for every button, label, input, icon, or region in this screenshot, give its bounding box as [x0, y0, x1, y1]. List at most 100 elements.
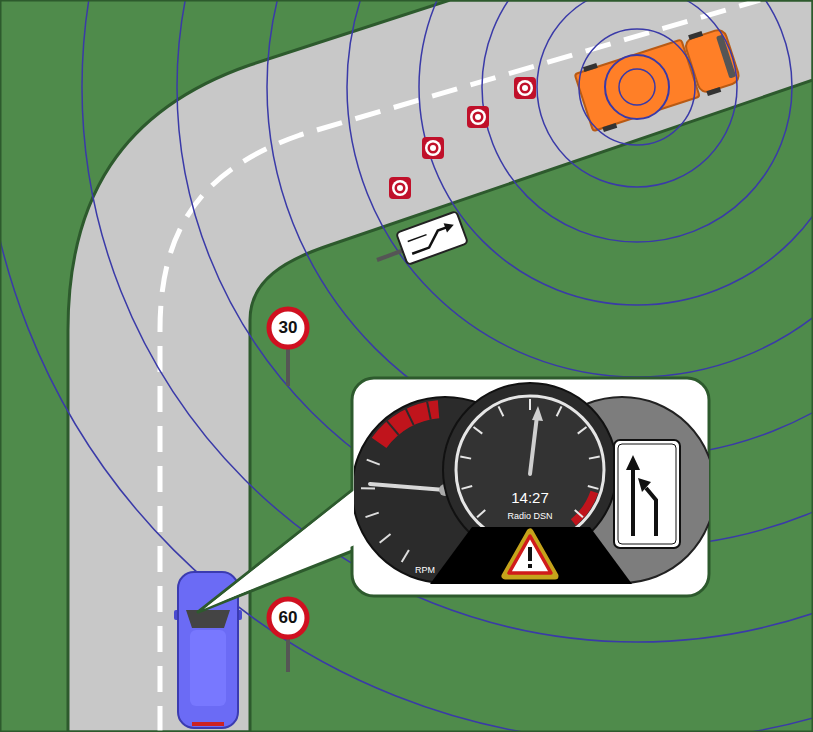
truck-cab	[684, 28, 741, 94]
gauge-tick	[367, 460, 380, 465]
radio-wave	[177, 0, 813, 547]
lane-sign	[614, 440, 680, 548]
sign-plate	[396, 211, 468, 265]
gauge-tick	[387, 421, 399, 435]
gauge-tick	[474, 427, 483, 434]
gauge-tick	[361, 487, 375, 489]
gauge-tick	[366, 513, 379, 518]
speedometer-ring	[456, 396, 604, 544]
sign-post	[286, 348, 290, 386]
gauge-tick	[575, 510, 583, 517]
target-ring	[395, 183, 406, 194]
target-ring	[397, 185, 403, 191]
truck-wheel	[688, 31, 703, 40]
gauge-tick	[460, 457, 471, 459]
radio-wave	[347, 0, 813, 377]
sign-post	[377, 250, 404, 260]
arrow-head	[638, 478, 651, 492]
truck-body	[575, 40, 700, 132]
gauge-tick	[380, 534, 391, 543]
gauge-tick	[427, 402, 431, 420]
truck	[573, 22, 742, 135]
warning-dot	[528, 564, 532, 568]
gauge-tick	[529, 399, 531, 410]
tachometer-needle	[370, 484, 445, 490]
target-base	[389, 177, 411, 199]
arrow-head	[626, 455, 640, 470]
gauge-tick	[402, 550, 409, 562]
target-marker	[467, 106, 489, 128]
target-ring	[392, 180, 408, 196]
target-ring	[428, 143, 439, 154]
lane-arrow	[631, 466, 635, 536]
callout-pointer	[198, 484, 360, 612]
gauge-tick	[578, 427, 587, 434]
target-marker	[514, 77, 536, 99]
gauge-tick	[589, 457, 600, 459]
lane-arrow	[646, 488, 656, 536]
lane-shift-sign	[396, 211, 468, 265]
radio-wave	[579, 29, 695, 145]
car-tail-light	[192, 722, 224, 726]
speed-limit-sign: 60	[266, 596, 310, 640]
dashboard-bezel	[430, 527, 632, 584]
target-ring	[475, 114, 481, 120]
speedometer-face	[443, 383, 617, 557]
transmitter-disc	[605, 55, 669, 119]
gauge-label: 14:27	[470, 489, 590, 507]
truck-wheel	[583, 63, 598, 72]
target-base	[422, 137, 444, 159]
target-ring	[517, 80, 533, 96]
sign-post	[286, 638, 290, 672]
speed-limit-sign: 30	[266, 306, 310, 350]
target-base	[514, 77, 536, 99]
speedometer: 14:27Radio DSN	[442, 382, 618, 558]
gauge-tick	[498, 406, 503, 416]
target-base	[467, 106, 489, 128]
target-ring	[522, 85, 528, 91]
gauge-tick	[406, 409, 414, 425]
shift-arrow	[408, 227, 452, 254]
speed-red-arc	[571, 491, 598, 526]
center-line	[160, 0, 760, 732]
target-ring	[473, 112, 484, 123]
gauge-tick	[588, 486, 599, 489]
gauge-tick	[462, 486, 473, 489]
target-marker	[389, 177, 411, 199]
target-ring	[470, 109, 486, 125]
radio-wave	[619, 69, 655, 105]
node-outline	[442, 382, 618, 558]
truck-wheel	[602, 123, 617, 132]
tachometer-ticks	[361, 402, 431, 562]
car-windshield	[186, 610, 230, 628]
truck-wheel	[706, 87, 721, 96]
radio-wave	[82, 0, 813, 642]
target-ring	[425, 140, 441, 156]
needle-tip	[532, 406, 543, 421]
gauge-label: Radio DSN	[470, 511, 590, 522]
gauge-tick	[477, 510, 485, 517]
car-roof	[190, 630, 226, 706]
speedometer-needle	[530, 416, 537, 474]
speed-limit-value: 60	[228, 608, 348, 628]
arrow-head	[444, 220, 456, 232]
speed-limit-value: 30	[228, 318, 348, 338]
road	[68, 0, 813, 732]
redline-arc	[372, 400, 439, 448]
target-ring	[430, 145, 436, 151]
gauge-label: RPM	[365, 565, 485, 576]
warning-mark	[528, 547, 532, 561]
warning-triangle	[509, 536, 551, 573]
lane-line	[408, 235, 427, 242]
warning-glow	[505, 532, 555, 576]
target-marker	[422, 137, 444, 159]
radio-wave	[537, 0, 737, 187]
